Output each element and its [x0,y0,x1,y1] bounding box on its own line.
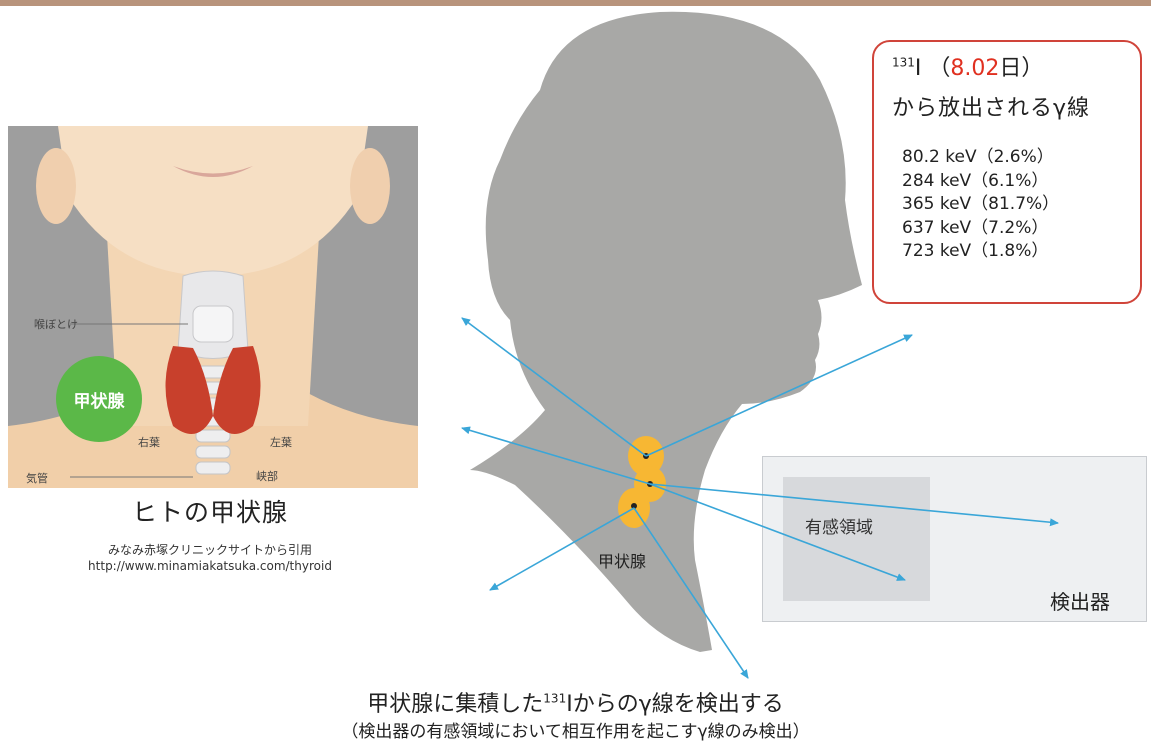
label-trachea: 気管 [26,472,48,485]
neck-thyroid-drawing [8,126,418,488]
sensitive-area-label: 有感領域 [805,518,873,538]
radiation-icon [631,503,637,509]
gamma-ray-arrow [489,507,635,591]
emission-item: 723 keV（1.8%） [902,241,1049,261]
element-symbol: I [914,56,922,81]
isotope-title: 131I （8.02日） [892,50,1043,82]
label-right-lobe: 右葉 [138,436,160,449]
gamma-ray-arrow [645,334,913,457]
gamma-ray-arrow [649,483,906,581]
label-adams-apple: 喉ぼとけ [34,318,78,331]
isotope-info-box: 131I （8.02日） から放出されるγ線 80.2 keV（2.6%） 28… [872,40,1142,304]
bottom-caption-part2: Iからのγ線を検出する [566,692,784,717]
credit-url: http://www.minamiakatsuka.com/thyroid [88,559,332,573]
label-left-lobe: 左葉 [270,436,292,449]
gamma-ray-arrow [461,426,651,485]
bottom-mass-number: 131 [543,691,567,706]
gamma-ray-arrow [461,317,647,457]
detector-label: 検出器 [1050,590,1110,614]
label-isthmus: 峡部 [256,470,278,483]
head-thyroid-label: 甲状腺 [598,552,647,571]
isotope-subtitle: から放出されるγ線 [892,96,1091,121]
gamma-ray-arrow [649,483,1059,527]
thyroid-badge: 甲状腺 [56,356,142,442]
thyroid-caption: ヒトの甲状腺 [131,498,288,527]
head-silhouette [470,11,862,652]
half-life-value: 8.02 [950,56,1000,81]
emission-item: 284 keV（6.1%） [902,170,1049,191]
bottom-caption-part1: 甲状腺に集積した [367,692,544,717]
top-bar [0,0,1151,6]
emission-item: 80.2 keV（2.6%） [902,147,1054,167]
bottom-caption: 甲状腺に集積した131Iからのγ線を検出する [0,686,1151,718]
credit-line: みなみ赤塚クリニックサイトから引用 [107,543,312,557]
bottom-note: （検出器の有感領域において相互作用を起こすγ線のみ検出） [341,722,810,742]
mass-number: 131 [892,55,915,70]
paren-open: （ [928,56,951,81]
emission-item: 637 keV（7.2%） [902,217,1049,238]
gamma-ray-arrow [633,507,749,679]
half-life-unit: 日） [999,56,1044,81]
emission-list: 80.2 keV（2.6%） 284 keV（6.1%） 365 keV（81.… [902,146,1059,264]
emission-item: 365 keV（81.7%） [902,194,1060,214]
